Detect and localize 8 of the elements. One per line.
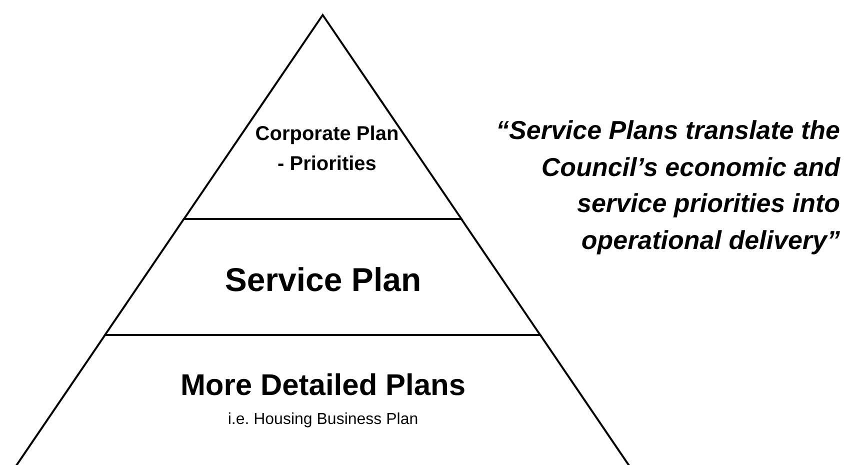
pyramid-tier — [14, 334, 632, 465]
pyramid-tier — [104, 218, 542, 336]
quote-text: “Service Plans translate the Council’s economic and service priorities into operational delivery” — [495, 114, 840, 256]
tier-label: Corporate Plan - Priorities — [254, 122, 400, 177]
tier-subtitle: i.e. Housing Business Plan — [226, 410, 420, 430]
tier-label: More Detailed Plans — [179, 369, 467, 403]
tier-label: Service Plan — [224, 261, 422, 299]
pyramid-apex-tier — [182, 13, 464, 220]
